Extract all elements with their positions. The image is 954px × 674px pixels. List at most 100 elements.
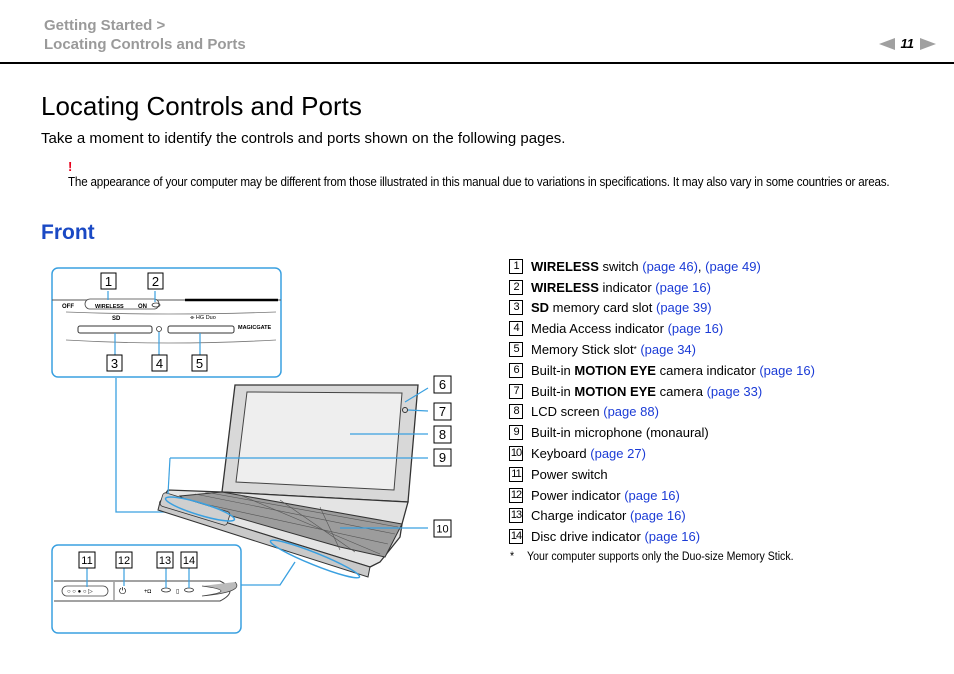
disc-symbol-icon: ▯: [176, 589, 179, 595]
legend-number-badge: 3: [509, 300, 523, 316]
legend-number-badge: 4: [509, 321, 523, 337]
power-switch-glyphs: ○ ○ ● ○ ▷: [67, 589, 93, 595]
legend-bold-text: WIRELESS: [531, 258, 599, 274]
svg-text:5: 5: [196, 356, 203, 371]
callout-6: 6: [433, 375, 452, 394]
legend-number-badge: 1: [509, 258, 523, 274]
warning-icon: !: [68, 159, 73, 174]
callout-5: 5: [191, 354, 208, 372]
legend-number-badge: 10: [509, 446, 523, 462]
page-reference-link[interactable]: (page 39): [655, 300, 712, 316]
callout-1: 1: [100, 272, 117, 290]
legend-text: Memory Stick slot: [531, 342, 634, 358]
section-title: Front: [41, 221, 95, 244]
legend-text: Built-in: [531, 362, 575, 378]
callout-10: 10: [433, 519, 452, 538]
svg-text:11: 11: [81, 555, 92, 567]
legend-number-badge: 12: [509, 487, 523, 503]
callout-9: 9: [433, 448, 452, 467]
svg-text:8: 8: [439, 427, 446, 442]
page-title: Locating Controls and Ports: [41, 91, 362, 121]
page-reference-link[interactable]: (page 16): [644, 529, 701, 545]
legend-text: LCD screen: [531, 404, 604, 420]
intro-text: Take a moment to identify the controls a…: [41, 130, 566, 147]
sd-label: SD: [112, 316, 121, 322]
page-reference-link[interactable]: (page 16): [655, 279, 711, 295]
laptop-front-illustration: OFF WIRELESS ON SD ⌯ HG Duo MAGICGATE: [40, 262, 465, 642]
legend-item: 1 WIRELESS switch (page 46), (page 49): [509, 256, 949, 277]
legend-text: memory card slot: [549, 300, 656, 316]
callout-7: 7: [433, 402, 452, 421]
svg-text:1: 1: [105, 274, 112, 289]
breadcrumb: Getting Started > Locating Controls and …: [44, 16, 246, 54]
breadcrumb-parent[interactable]: Getting Started >: [44, 17, 166, 34]
charge-symbol-icon: +◘: [144, 589, 152, 595]
page-reference-link[interactable]: (page 16): [759, 362, 815, 378]
page-reference-link[interactable]: (page 33): [706, 383, 763, 399]
legend-number-badge: 13: [509, 508, 523, 524]
legend-text: camera indicator: [655, 362, 760, 378]
callout-2: 2: [147, 272, 164, 290]
legend-bold-text: MOTION EYE: [574, 362, 656, 378]
svg-text:10: 10: [436, 524, 448, 536]
legend-text: camera: [655, 383, 707, 399]
callout-4: 4: [151, 354, 168, 372]
legend-text: Media Access indicator: [531, 321, 668, 337]
callout-12: 12: [115, 551, 133, 569]
laptop-drawing: [157, 384, 419, 578]
legend-text: Power switch: [531, 466, 608, 482]
svg-text:4: 4: [156, 356, 163, 371]
svg-text:2: 2: [152, 274, 159, 289]
page-reference-link[interactable]: (page 27): [590, 446, 646, 462]
callout-13: 13: [156, 551, 174, 569]
page-reference-link[interactable]: (page 88): [603, 404, 659, 420]
legend-text: Power indicator: [531, 487, 625, 503]
svg-text:7: 7: [439, 404, 446, 419]
svg-text:6: 6: [439, 377, 446, 392]
legend-item: 4 Media Access indicator (page 16): [509, 318, 949, 339]
legend-number-badge: 8: [509, 404, 523, 420]
page-reference-link[interactable]: (page 49): [705, 258, 761, 274]
legend-number-badge: 7: [509, 383, 523, 399]
callout-11: 11: [78, 551, 96, 569]
svg-text:12: 12: [118, 555, 130, 567]
svg-text:9: 9: [439, 450, 446, 465]
legend-bold-text: WIRELESS: [531, 279, 599, 295]
legend-item: 8 LCD screen (page 88): [509, 402, 949, 423]
next-page-arrow-icon[interactable]: [920, 37, 936, 50]
legend-text: Built-in: [531, 383, 575, 399]
legend-text: Disc drive indicator: [531, 529, 645, 545]
previous-page-arrow-icon[interactable]: [878, 37, 895, 50]
callout-3: 3: [106, 354, 123, 372]
page-reference-link[interactable]: (page 34): [640, 342, 696, 358]
off-label: OFF: [62, 304, 74, 310]
header-divider: [0, 62, 954, 64]
breadcrumb-current: Locating Controls and Ports: [44, 36, 246, 53]
page-reference-link[interactable]: (page 46): [642, 258, 698, 274]
page-reference-link[interactable]: (page 16): [630, 508, 686, 524]
footnote-reference: *: [633, 345, 637, 355]
legend-number-badge: 2: [509, 279, 523, 295]
svg-text:13: 13: [159, 555, 171, 567]
callout-labels: 1 2 3 4 5 6 7 8 9 10 11 12 13 14: [78, 272, 452, 569]
link-separator: ,: [697, 258, 706, 274]
legend-text: switch: [598, 258, 643, 274]
footnote-text: Your computer supports only the Duo-size…: [527, 551, 794, 563]
callout-14: 14: [180, 551, 198, 569]
legend-number-badge: 6: [509, 362, 523, 378]
callout-8: 8: [433, 425, 452, 444]
wireless-label: WIRELESS: [95, 304, 124, 310]
page-reference-link[interactable]: (page 16): [624, 487, 680, 503]
legend-item: 6 Built-in MOTION EYE camera indicator (p…: [509, 360, 949, 381]
legend-text: Built-in microphone (monaural): [531, 425, 709, 441]
page-reference-link[interactable]: (page 16): [667, 321, 724, 337]
top-inset-panel: OFF WIRELESS ON SD ⌯ HG Duo MAGICGATE: [51, 267, 282, 378]
legend-bold-text: MOTION EYE: [574, 383, 656, 399]
